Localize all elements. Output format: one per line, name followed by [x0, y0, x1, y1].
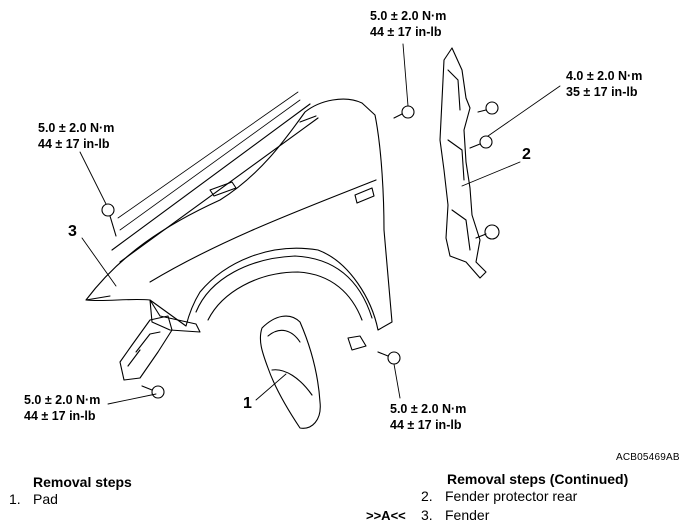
torque-value-nm: 5.0 ± 2.0 N·m [390, 402, 467, 416]
fender-exploded-diagram [79, 43, 561, 429]
clip-top-right-1 [477, 101, 499, 115]
torque-value-inlb: 35 ± 17 in-lb [566, 85, 638, 99]
bolt-bottom-center [377, 351, 401, 365]
torque-value-inlb: 44 ± 17 in-lb [24, 409, 96, 423]
callout-2: 2 [522, 146, 531, 163]
torque-value-inlb: 44 ± 17 in-lb [370, 25, 442, 39]
fender-protector-rear-part-2 [439, 47, 487, 279]
removal-step-2: 2. Fender protector rear [421, 488, 577, 504]
step-label: Fender protector rear [445, 488, 578, 504]
bolt-left-upper [101, 203, 117, 237]
step-number: 3. [421, 507, 433, 523]
removal-step-3: 3. Fender [421, 507, 489, 523]
clip-right-lower [475, 224, 500, 240]
figure-reference-code: ACB05469AB [616, 452, 680, 463]
pad-part-1 [259, 315, 321, 429]
callout-3: 3 [68, 223, 77, 240]
torque-value-nm: 5.0 ± 2.0 N·m [370, 9, 447, 23]
torque-value-nm: 4.0 ± 2.0 N·m [566, 69, 643, 83]
removal-steps-heading: Removal steps [33, 474, 132, 490]
torque-label-bottom-center: 5.0 ± 2.0 N·m 44 ± 17 in-lb [390, 401, 466, 433]
bolt-left-lower [141, 385, 165, 399]
torque-value-nm: 5.0 ± 2.0 N·m [38, 121, 115, 135]
step-number: 2. [421, 488, 433, 504]
leader-lines [79, 43, 561, 405]
torque-value-inlb: 44 ± 17 in-lb [390, 418, 462, 432]
torque-label-top-center: 5.0 ± 2.0 N·m 44 ± 17 in-lb [370, 8, 446, 40]
fender-part-3 [85, 98, 393, 351]
service-point-marker: >>A<< [366, 508, 406, 523]
torque-value-inlb: 44 ± 17 in-lb [38, 137, 110, 151]
step-number: 1. [9, 491, 21, 507]
clip-top-right-2 [469, 135, 493, 149]
callout-1: 1 [243, 395, 252, 412]
torque-label-left-lower: 5.0 ± 2.0 N·m 44 ± 17 in-lb [24, 392, 100, 424]
step-label: Fender [445, 507, 490, 523]
torque-value-nm: 5.0 ± 2.0 N·m [24, 393, 101, 407]
torque-label-left-upper: 5.0 ± 2.0 N·m 44 ± 17 in-lb [38, 120, 114, 152]
removal-steps-continued-heading: Removal steps (Continued) [447, 471, 629, 487]
bolt-top-center [393, 105, 415, 119]
step-label: Pad [33, 491, 58, 507]
torque-label-top-right: 4.0 ± 2.0 N·m 35 ± 17 in-lb [566, 68, 642, 100]
removal-step-1: 1. Pad [9, 491, 58, 507]
front-lower-bracket [119, 315, 173, 381]
